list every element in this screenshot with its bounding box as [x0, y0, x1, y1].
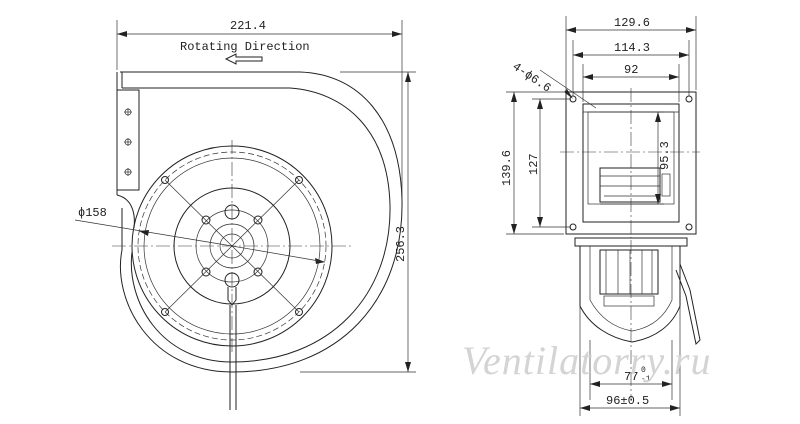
width-dimension: 221.4	[230, 19, 266, 33]
height-dimension: 256.3	[394, 226, 408, 262]
inner-height-dimension: 127	[527, 153, 541, 175]
total-height-dimension: 139.6	[500, 150, 514, 186]
total-width-dimension: 129.6	[614, 16, 650, 30]
depth-dimension: 96±0.5	[606, 394, 649, 408]
bracket-screw-icon	[124, 108, 132, 176]
side-view: 221.4 Rotating Direction ϕ158 256.3	[74, 19, 416, 410]
rotation-arrow-icon	[224, 53, 263, 65]
holes-dimension: 4-ϕ6.6	[510, 60, 554, 96]
inlet-dimension: 77	[624, 370, 638, 384]
hole-spacing-dimension: 114.3	[614, 41, 650, 55]
rotating-direction-label: Rotating Direction	[180, 40, 310, 54]
bottom-view: 77 0 -1 96±0.5	[574, 237, 701, 416]
front-view: 129.6 114.3 92 4-ϕ6.6 139.6 127	[500, 16, 700, 238]
inner-width-dimension: 92	[624, 63, 638, 77]
inlet-tolerance-upper: 0	[641, 366, 646, 375]
inlet-tolerance-lower: -1	[641, 375, 651, 384]
opening-height-dimension: 95.3	[658, 141, 672, 170]
impeller-screw-icon	[161, 176, 303, 316]
diameter-dimension: ϕ158	[78, 206, 107, 220]
watermark: Ventilatorry.ru	[462, 338, 711, 383]
